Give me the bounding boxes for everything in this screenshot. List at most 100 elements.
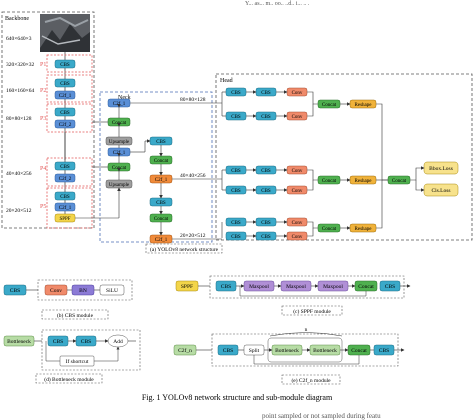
- neck-cbs-b: CBS: [149, 197, 173, 207]
- head-r3b-conv: Conv: [286, 231, 308, 241]
- cbs-caption: (b) CBS module: [57, 312, 94, 319]
- head-r2b-conv-label: Conv: [292, 189, 303, 194]
- size-80: 80×80×128: [6, 116, 32, 122]
- input-image: [40, 14, 90, 52]
- c2f-module: C2f_n n CBS Split Bottleneck Bottleneck …: [173, 327, 405, 385]
- bb-c2f1-1-label: C2f_1: [59, 94, 72, 99]
- head-label: Head: [220, 78, 233, 84]
- neck-c2f1-c-label: C2f_1: [155, 238, 168, 243]
- cls-loss-label: Cls.Loss: [431, 188, 450, 194]
- bottleneck-add-label: Add: [113, 339, 123, 345]
- bb-cbs-1: CBS: [54, 59, 76, 69]
- c2f-bottleneck2-label: Bottleneck: [313, 348, 337, 354]
- head-r1-reshape: Reshape: [349, 99, 377, 109]
- neck-c2f1-b: C2f_1: [149, 174, 173, 184]
- head-r2a-cbs2: CBS: [255, 165, 277, 175]
- head-r3a-cbs2: CBS: [255, 217, 277, 227]
- neck-concat-1: Concat: [107, 117, 131, 127]
- head-r3-concat: Concat: [317, 223, 341, 233]
- sppf-module-maxpool3: Maxpool: [317, 280, 349, 292]
- bb-sppf: SPPF: [54, 213, 76, 223]
- head-r1-concat: Concat: [317, 99, 341, 109]
- head-r3a-conv-label: Conv: [292, 221, 303, 226]
- sppf-module-maxpool3-label: Maxpool: [323, 284, 343, 290]
- neck-upsample-1: Upsample: [105, 136, 133, 146]
- cbs-module-conv-label: Conv: [50, 288, 62, 294]
- c2f-cbs2: CBS: [373, 344, 395, 356]
- head-r2a-conv-label: Conv: [292, 169, 303, 174]
- head-r1a-cbs1: CBS: [225, 87, 247, 97]
- backbone-label: Backbone: [5, 16, 29, 22]
- p2-label: P2: [40, 88, 46, 94]
- sppf-module-maxpool1: Maxpool: [243, 280, 275, 292]
- p4-region: [46, 157, 93, 187]
- cbs-module-cbs-label: CBS: [10, 288, 20, 294]
- cbs-module-bn: BN: [71, 284, 95, 296]
- c2f-split-label: Split: [249, 348, 260, 354]
- head-r2a-cbs1: CBS: [225, 165, 247, 175]
- bb-cbs-3: CBS: [54, 107, 76, 117]
- bb-c2f2-1-label: C2f_2: [59, 123, 72, 128]
- c2f-n-box: C2f_n: [173, 344, 197, 356]
- c2f-bottleneck1-label: Bottleneck: [275, 348, 299, 354]
- sppf-module-maxpool2: Maxpool: [280, 280, 312, 292]
- bb-cbs-3-label: CBS: [60, 111, 70, 116]
- sppf-module-cbs2-label: CBS: [385, 284, 395, 290]
- p3-region: [46, 103, 93, 133]
- head-r2b-cbs2-label: CBS: [261, 189, 271, 194]
- p1-region: [46, 54, 93, 73]
- head-r3b-conv-label: Conv: [292, 235, 303, 240]
- size-40: 40×40×256: [6, 171, 32, 177]
- head-r2a-conv: Conv: [286, 165, 308, 175]
- sppf-module-cbs2: CBS: [379, 280, 401, 292]
- head-r3a-conv: Conv: [286, 217, 308, 227]
- bb-c2f1-2-label: C2f_1: [59, 206, 72, 211]
- neck-cbs-a-label: CBS: [156, 140, 166, 145]
- neck-size-20: 20×20×512: [180, 233, 206, 239]
- neck-c2f1-mid-label: C2f_1: [113, 151, 126, 156]
- neck-upsample-2: Upsample: [105, 179, 133, 189]
- neck-label: Neck: [118, 95, 131, 101]
- bottleneck-module: Bottleneck CBS CBS Add If shortcut (d) B…: [3, 329, 141, 384]
- head-final-concat-label: Concat: [392, 179, 407, 184]
- cbs-module-cbs: CBS: [3, 284, 27, 296]
- head-r2b-conv: Conv: [286, 185, 308, 195]
- bottleneck-add: Add: [107, 334, 129, 348]
- c2f-bottleneck1: Bottleneck: [271, 344, 303, 356]
- figure-caption: Fig. 1 YOLOv8 network structure and sub-…: [142, 393, 333, 402]
- bb-cbs-4-label: CBS: [60, 165, 70, 170]
- head-section: Head CBS CBS Conv CBS CBS Conv Concat Re…: [215, 73, 473, 241]
- sppf-module-concat: Concat: [354, 280, 378, 292]
- neck-c2f1-top-label: C2f_1: [113, 102, 126, 107]
- c2f-caption: (e) C2f_n module: [291, 377, 331, 384]
- head-r2a-cbs1-label: CBS: [231, 169, 241, 174]
- bottleneck-cbs1: CBS: [47, 335, 69, 347]
- bottleneck-cbs2: CBS: [75, 335, 97, 347]
- neck-c2f1-b-label: C2f_1: [155, 178, 168, 183]
- head-r1a-conv-label: Conv: [292, 91, 303, 96]
- network-caption: (a) YOLOv8 network structure: [150, 246, 219, 253]
- cbs-module-silu-label: SiLU: [106, 288, 118, 294]
- c2f-n-count: n: [305, 327, 308, 333]
- sppf-caption: (c) SPPF module: [293, 308, 331, 315]
- neck-upsample-2-label: Upsample: [109, 183, 130, 188]
- cbs-module-bn-label: BN: [79, 288, 87, 294]
- bb-cbs-1-label: CBS: [60, 63, 70, 68]
- head-r2-concat-label: Concat: [322, 179, 337, 184]
- head-r1b-cbs2-label: CBS: [261, 115, 271, 120]
- head-r2b-cbs1: CBS: [225, 185, 247, 195]
- head-r1b-cbs1: CBS: [225, 111, 247, 121]
- head-r2b-cbs1-label: CBS: [231, 189, 241, 194]
- neck-concat-3: Concat: [149, 155, 173, 165]
- neck-size-40: 40×40×256: [180, 173, 206, 179]
- sppf-module-concat-label: Concat: [358, 284, 374, 290]
- head-r3b-cbs2: CBS: [255, 231, 277, 241]
- head-r1b-cbs2: CBS: [255, 111, 277, 121]
- cbs-module-conv: Conv: [44, 284, 68, 296]
- bb-cbs-5-label: CBS: [60, 195, 70, 200]
- head-r1a-cbs2: CBS: [255, 87, 277, 97]
- neck-concat-3-label: Concat: [154, 159, 169, 164]
- header-fragment: Y... as... m.. oo.. ..d.. i... .. .: [245, 1, 310, 7]
- head-r3a-cbs1-label: CBS: [231, 221, 241, 226]
- size-160: 160×160×64: [6, 88, 34, 94]
